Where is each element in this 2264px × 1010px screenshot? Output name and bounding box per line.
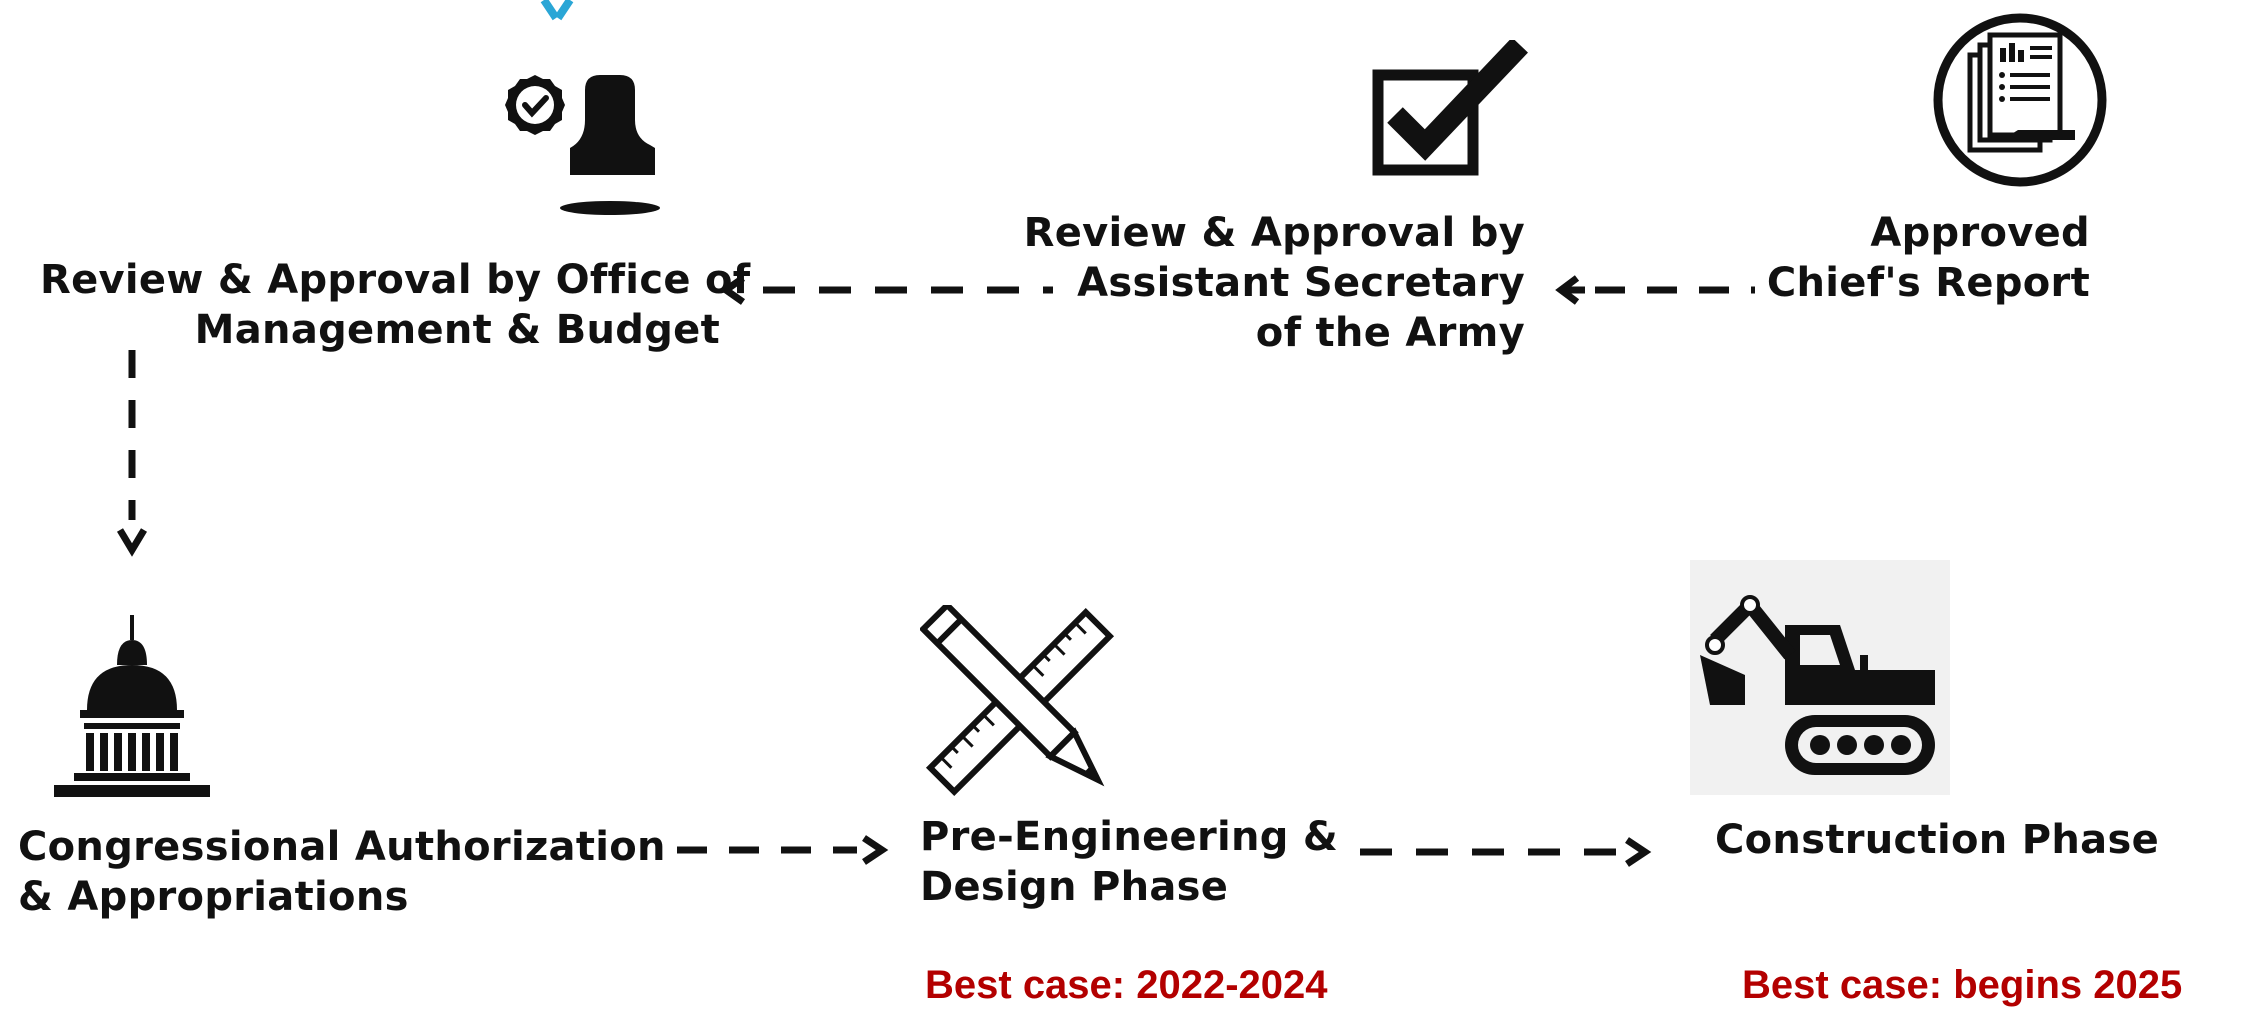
capitol-building-icon (54, 615, 210, 797)
arrow-congress-to-ped (677, 835, 889, 865)
step-construction-label: Construction Phase (1715, 815, 2159, 865)
step-asa-review-label: Review & Approval by Assistant Secretary… (1010, 208, 1525, 358)
asa-line3: of the Army (1255, 310, 1525, 356)
checkbox-check-icon (1372, 40, 1528, 176)
title-fragment (540, 0, 574, 21)
asa-line1: Review & Approval by (1023, 210, 1525, 256)
chiefs-line1: Approved (1870, 210, 2090, 256)
ped-line2: Design Phase (920, 864, 1229, 910)
omb-line2: Management & Budget (194, 307, 720, 353)
step-omb-review-label: Review & Approval by Office of Managemen… (40, 255, 751, 355)
arrow-ped-to-construction (1360, 837, 1652, 867)
approval-stamp-icon (505, 75, 660, 215)
construction-line1: Construction Phase (1715, 817, 2159, 863)
arrow-omb-to-congress (116, 350, 148, 557)
pencil-ruler-icon (920, 605, 1115, 797)
ped-line1: Pre-Engineering & (920, 814, 1339, 860)
step-chiefs-report-label: Approved Chief's Report (1760, 208, 2090, 308)
arrow-chiefs-to-asa (1555, 275, 1755, 305)
report-document-icon (1933, 13, 2107, 187)
asa-line2: Assistant Secretary (1077, 260, 1525, 306)
step-ped-label: Pre-Engineering & Design Phase (920, 812, 1338, 912)
congress-line2: & Appropriations (18, 874, 409, 920)
chiefs-line2: Chief's Report (1766, 260, 2090, 306)
excavator-icon (1690, 560, 1950, 795)
arrow-asa-to-omb (719, 275, 1053, 305)
construction-timeline: Best case: begins 2025 (1742, 963, 2183, 1007)
ped-timeline: Best case: 2022-2024 (925, 963, 1328, 1007)
omb-line1: Review & Approval by Office of (40, 257, 751, 303)
step-congress-label: Congressional Authorization & Appropriat… (18, 822, 666, 922)
congress-line1: Congressional Authorization (18, 824, 666, 870)
